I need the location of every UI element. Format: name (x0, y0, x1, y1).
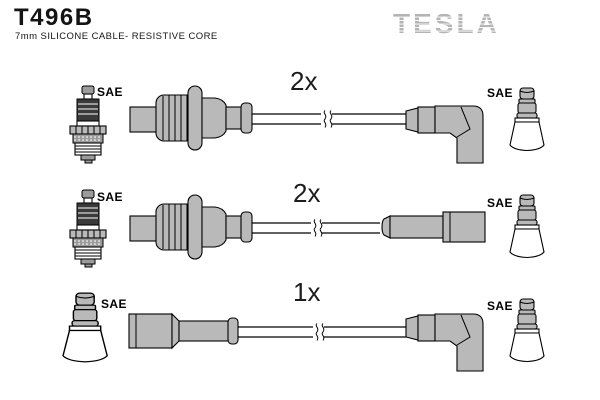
quantity-row-3: 1x (293, 277, 321, 307)
ignition-wire (252, 219, 380, 237)
wire-break-icon (315, 323, 325, 341)
distributor-terminal-icon (509, 298, 545, 363)
sae-label-row2-right: SAE (487, 196, 513, 210)
ribbed-bellows-boot (129, 85, 253, 151)
row-2-cable (69, 189, 545, 268)
ignition-wire (252, 110, 406, 128)
tapered-boot (128, 313, 239, 349)
elbow-boot (405, 313, 484, 372)
sae-label-row3-right: SAE (487, 299, 513, 313)
quantity-row-2: 2x (293, 178, 321, 208)
wire-break-icon (323, 110, 333, 128)
sae-label-row1-left: SAE (97, 85, 123, 99)
ribbed-bellows-boot (129, 194, 253, 260)
tesla-logo: TESLA (393, 8, 500, 39)
sae-label-row3-left: SAE (101, 297, 127, 311)
wire-break-icon (313, 219, 323, 237)
tesla-logo-text: TESLA (393, 8, 500, 39)
distributor-terminal-icon (509, 194, 545, 259)
distributor-terminal-icon (509, 87, 545, 152)
straight-boot (381, 211, 486, 243)
subtitle: 7mm SILICONE CABLE- RESISTIVE CORE (15, 31, 218, 42)
part-number: T496B (14, 4, 94, 31)
sae-label-row2-left: SAE (97, 190, 123, 204)
quantity-row-1: 2x (290, 66, 318, 96)
row-3-cable (62, 292, 545, 372)
row-1-cable (69, 85, 545, 164)
elbow-boot (405, 105, 484, 164)
sae-label-row1-right: SAE (487, 86, 513, 100)
ignition-wire (238, 323, 406, 341)
